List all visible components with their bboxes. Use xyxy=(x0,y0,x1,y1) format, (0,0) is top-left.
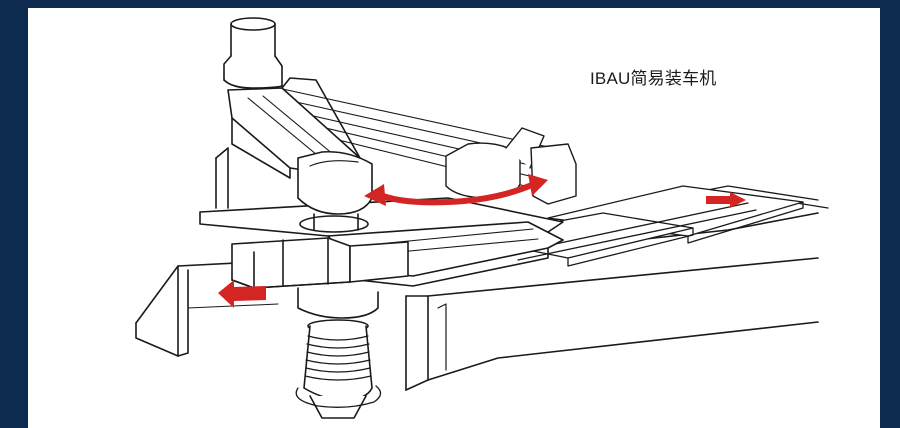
left-arrow-icon xyxy=(218,280,266,308)
ghost-boom xyxy=(277,87,577,205)
spout-head xyxy=(297,150,373,233)
carriage-block xyxy=(231,237,409,289)
loading-spout xyxy=(295,287,382,419)
intake-pipe xyxy=(215,17,283,209)
top-frame-band xyxy=(0,0,900,8)
right-arrow-icon xyxy=(706,192,746,208)
rotate-arrow-icon xyxy=(364,174,548,206)
illustration-panel: IBAU简易装车机 xyxy=(28,8,880,428)
ibau-loader-diagram xyxy=(135,17,829,419)
diagram-caption: IBAU简易装车机 xyxy=(590,69,717,88)
